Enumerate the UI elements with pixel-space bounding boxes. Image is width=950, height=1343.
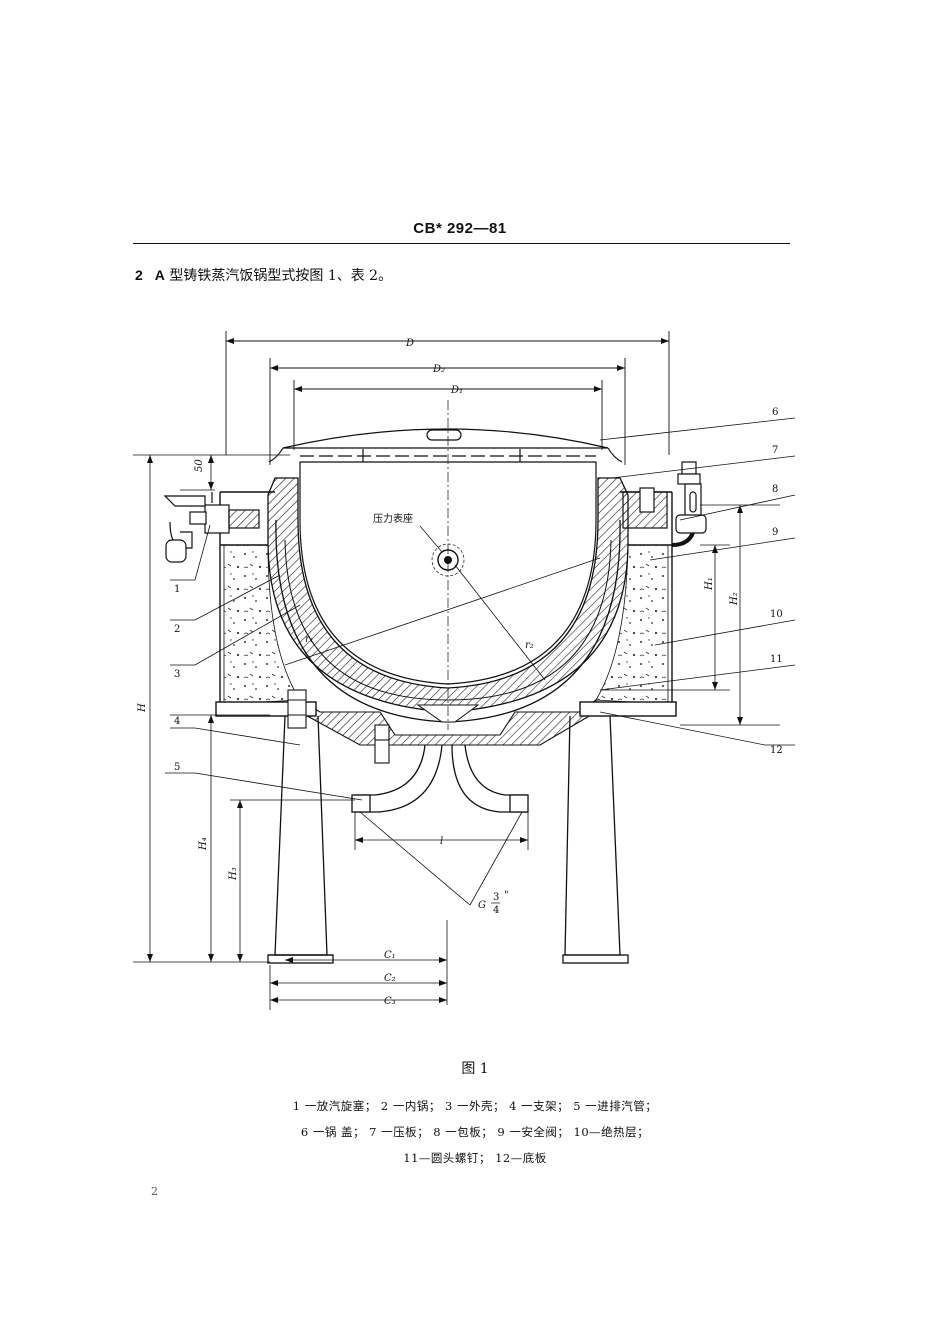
safety-valve xyxy=(622,461,707,547)
callout-3: 3 xyxy=(174,669,180,680)
legend-line-1: 1 一放汽旋塞； 2 一内锅； 3 一外壳； 4 一支架； 5 一进排汽管； xyxy=(292,1099,658,1113)
pressure-gauge-seat-label: 压力表座 xyxy=(373,512,413,525)
dim-D: D xyxy=(405,338,414,349)
dim-r1: r₁ xyxy=(305,634,314,645)
section-number: 2 xyxy=(135,267,143,283)
dim-D1: D₁ xyxy=(450,385,463,396)
support-legs xyxy=(267,715,629,964)
dim-H1: H₁ xyxy=(704,577,715,591)
steam-inlet-outlet-pipes xyxy=(351,744,529,813)
legend-line-2: 6 一锅 盖； 7 一压板； 8 一包板； 9 一安全阀； 10—绝热层； xyxy=(300,1125,650,1139)
dim-C1: C₁ xyxy=(384,950,396,961)
callout-2: 2 xyxy=(174,624,180,635)
callout-5: 5 xyxy=(174,762,180,773)
dimension-lines-top xyxy=(225,331,670,465)
thread-G: G xyxy=(478,900,486,911)
thread-numerator: 3 xyxy=(493,892,499,903)
dim-H3: H₃ xyxy=(228,867,239,881)
callout-leaders xyxy=(165,417,796,801)
callout-11: 11 xyxy=(770,654,783,665)
callout-1: 1 xyxy=(174,584,180,595)
dim-l: l xyxy=(440,836,443,847)
callout-6: 6 xyxy=(772,407,778,418)
dim-H2: H₂ xyxy=(729,592,740,606)
page-number: 2 xyxy=(151,1185,158,1198)
lid xyxy=(268,428,623,463)
dim-C3: C₃ xyxy=(384,996,396,1007)
section-type-letter: A xyxy=(154,267,165,283)
callout-10: 10 xyxy=(770,609,783,620)
callout-9: 9 xyxy=(772,527,778,538)
dim-H4: H₄ xyxy=(198,837,209,851)
callout-8: 8 xyxy=(772,484,778,495)
callout-numbers: 1 2 3 4 5 6 7 8 9 10 11 12 xyxy=(174,407,783,773)
round-head-bolts xyxy=(287,689,390,764)
steam-release-valve xyxy=(163,492,260,563)
dim-C2: C₂ xyxy=(384,973,396,984)
dim-D2: D₂ xyxy=(432,364,445,375)
thread-denominator: 4 xyxy=(493,905,499,916)
thread-mark: " xyxy=(504,890,509,901)
document-code: CB* 292—81 xyxy=(413,220,507,237)
header-rule xyxy=(133,243,790,244)
callout-7: 7 xyxy=(772,445,778,456)
figure-caption: 图 1 xyxy=(461,1061,489,1077)
section-text: 型铸铁蒸汽饭锅型式按图 1、表 2。 xyxy=(164,268,393,284)
dim-50: 50 xyxy=(194,459,205,472)
callout-4: 4 xyxy=(174,716,180,727)
dim-r2: r₂ xyxy=(525,640,534,651)
legend-line-3: 11—圆头螺钉； 12—底板 xyxy=(403,1151,547,1165)
pipe-thread-spec: G 3 4 " xyxy=(359,811,523,916)
dim-H: H xyxy=(137,703,148,713)
callout-12: 12 xyxy=(770,745,783,756)
